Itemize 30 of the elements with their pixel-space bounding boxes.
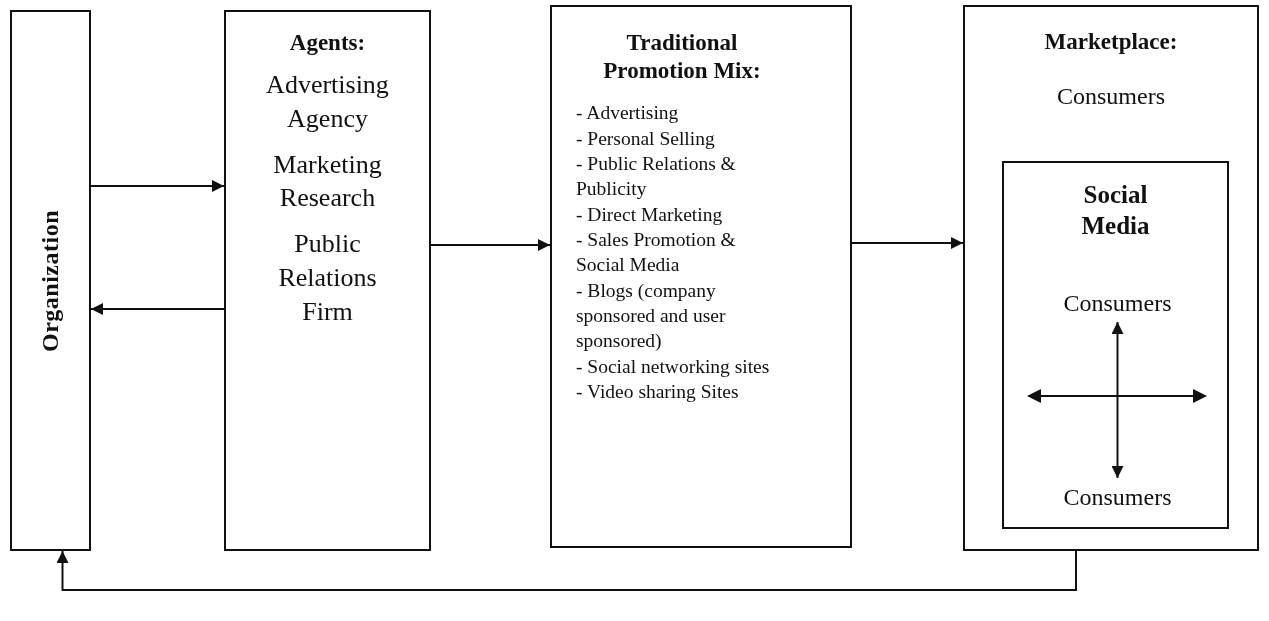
group-box (1002, 161, 1229, 529)
agent-name: Public Relations Firm (277, 228, 378, 328)
agent-name: Marketing Research (272, 148, 383, 215)
arrow (56, 550, 1077, 591)
node-title: Agents: (289, 30, 366, 56)
node-title: Traditional Promotion Mix: (602, 29, 762, 85)
arrow (90, 180, 225, 192)
agent-name: Advertising Agency (265, 69, 390, 135)
node-title: Organization (37, 209, 64, 352)
list-item: - Direct Marketing (576, 202, 724, 227)
process-box (963, 5, 1259, 551)
process-box (10, 10, 91, 551)
list-item: - Public Relations & Publicity (576, 151, 737, 202)
node-title: Social Media (1080, 180, 1151, 242)
process-box (224, 10, 431, 551)
list-item: - Video sharing Sites (576, 379, 740, 404)
process-box (550, 5, 852, 548)
list-item: - Blogs (company sponsored and user sponsored) (576, 278, 727, 354)
consumer-label: Consumers (1057, 83, 1165, 110)
list-item: - Social networking sites (576, 354, 771, 379)
list-item: - Sales Promotion & Social Media (576, 227, 737, 278)
consumer-label: Consumers (1024, 286, 1211, 320)
node-title: Marketplace: (1044, 29, 1178, 55)
list-item: - Advertising (576, 101, 680, 126)
arrow (90, 303, 225, 315)
arrow (1111, 321, 1124, 479)
list-item: - Personal Selling (576, 126, 716, 151)
arrow (851, 237, 964, 249)
arrow (430, 239, 551, 251)
consumer-label: Consumers (1024, 480, 1211, 514)
